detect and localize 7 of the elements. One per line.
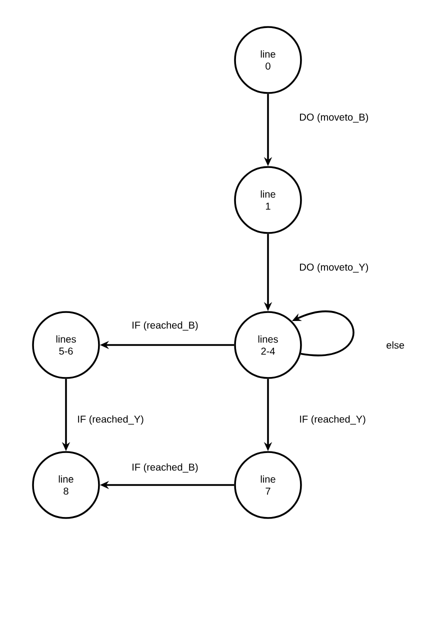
edge-label: DO (moveto_B)	[300, 113, 368, 123]
edge-label: IF (reached_Y)	[78, 415, 144, 425]
edge-label: IF (reached_Y)	[300, 415, 366, 425]
edge-label: IF (reached_B)	[132, 321, 198, 331]
edge-label: IF (reached_B)	[132, 463, 198, 473]
edge-label: else	[386, 341, 404, 349]
edge-label: DO (moveto_Y)	[300, 263, 368, 273]
